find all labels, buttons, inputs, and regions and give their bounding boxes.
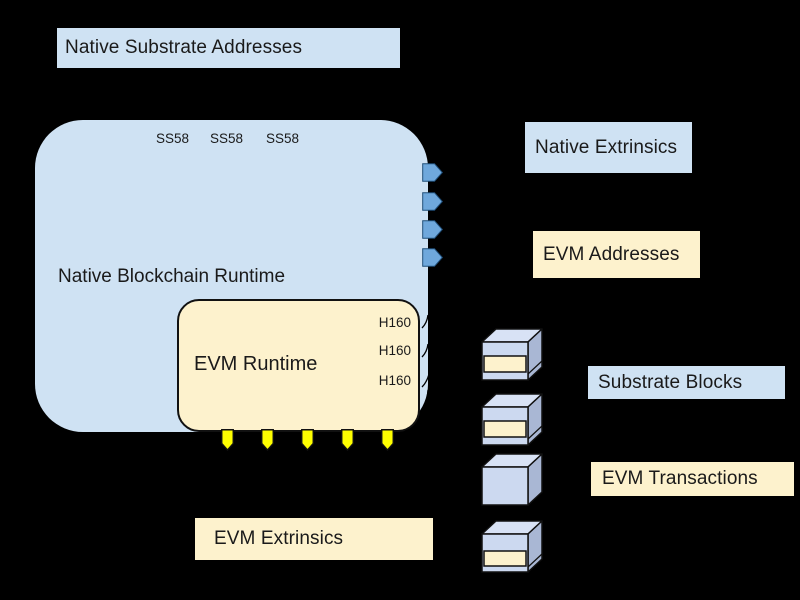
h160-label-2: H160 — [378, 343, 411, 358]
substrate-blocks-box: Substrate Blocks — [588, 366, 785, 399]
native-blockchain-runtime-box: SS58 SS58 SS58 Native Blockchain Runtime… — [35, 120, 428, 432]
evm-transactions-box: EVM Transactions — [591, 462, 794, 496]
block-cube-icon-striped — [481, 328, 543, 381]
right-arrow-icon — [422, 248, 443, 267]
ss58-label-2: SS58 — [210, 131, 244, 146]
down-arrow-icon — [341, 429, 354, 451]
down-arrow-icon — [301, 429, 314, 451]
block-cube-icon-striped — [481, 520, 543, 573]
evm-addresses-label: EVM Addresses — [543, 243, 680, 265]
ss58-label-1: SS58 — [156, 131, 190, 146]
h160-label-1: H160 — [378, 315, 411, 330]
ss58-label-3: SS58 — [266, 131, 300, 146]
native-blockchain-runtime-label: Native Blockchain Runtime — [58, 266, 286, 287]
evm-transactions-label: EVM Transactions — [602, 468, 758, 489]
substrate-blocks-label: Substrate Blocks — [598, 371, 743, 393]
native-substrate-addresses-box: Native Substrate Addresses — [57, 28, 400, 68]
right-arrow-icon — [422, 192, 443, 211]
evm-addresses-box: EVM Addresses — [533, 231, 700, 278]
right-arrow-icon — [422, 220, 443, 239]
down-arrow-icon — [221, 429, 234, 451]
evm-extrinsics-label: EVM Extrinsics — [214, 528, 344, 549]
evm-extrinsics-box: EVM Extrinsics — [195, 518, 433, 560]
native-substrate-addresses-label: Native Substrate Addresses — [65, 37, 303, 58]
evm-runtime-label: EVM Runtime — [194, 353, 318, 375]
evm-runtime-box: EVM Runtime H160 H160 H160 — [177, 299, 420, 432]
block-cube-icon-striped — [481, 393, 543, 446]
down-arrow-icon — [261, 429, 274, 451]
native-extrinsics-label: Native Extrinsics — [535, 136, 678, 158]
right-arrow-icon — [422, 163, 443, 182]
block-cube-icon-plain — [481, 453, 543, 506]
native-extrinsics-box: Native Extrinsics — [525, 122, 692, 173]
down-arrow-icon — [381, 429, 394, 451]
h160-label-3: H160 — [378, 373, 411, 388]
